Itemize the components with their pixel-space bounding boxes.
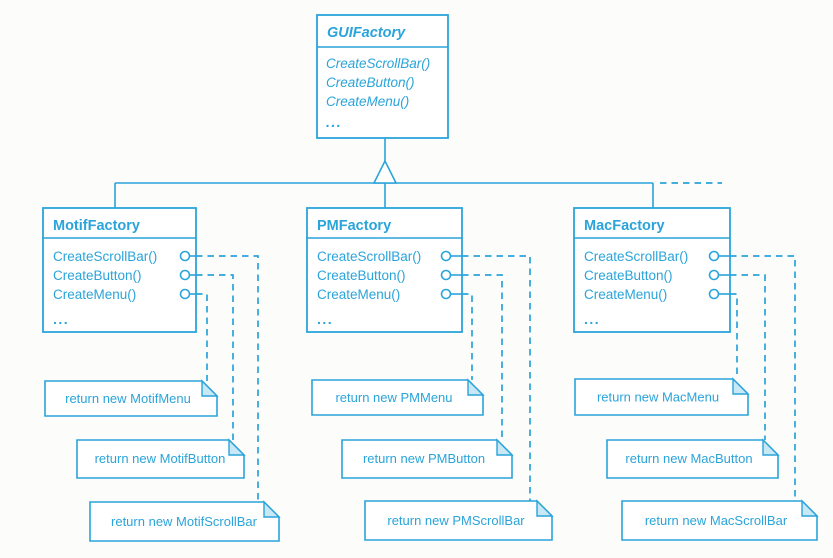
class-guifactory: GUIFactory CreateScrollBar() CreateButto…	[316, 14, 449, 139]
motiffactory-ellipsis: ...	[53, 311, 69, 327]
guifactory-class-box	[316, 14, 449, 139]
note-motifbutton-fold-icon	[228, 438, 246, 456]
motiffactory-class-box	[42, 207, 197, 333]
inheritance-triangle-icon	[372, 159, 398, 184]
guifactory-method-createscrollbar: CreateScrollBar()	[326, 56, 430, 71]
note-pmbutton: return new PMButton	[341, 438, 514, 479]
pm-scrollbar-lollipop-icon	[440, 250, 452, 262]
note-motifscrollbar-text: return new MotifScrollBar	[111, 514, 258, 529]
note-macbutton: return new MacButton	[606, 438, 780, 479]
inheritance-connector	[114, 138, 722, 209]
motif-button-lollipop-icon	[179, 269, 191, 281]
note-motifmenu-fold-icon	[201, 379, 219, 397]
note-macbutton-text: return new MacButton	[625, 451, 752, 466]
macfactory-class-box	[573, 207, 731, 333]
macfactory-method-createmenu: CreateMenu()	[584, 287, 667, 302]
mac-menu-lollipop-icon	[708, 288, 720, 300]
motif-menu-lollipop-icon	[179, 288, 191, 300]
note-macbutton-shape	[606, 439, 779, 479]
note-pmmenu-text: return new PMMenu	[335, 390, 452, 405]
pmfactory-ellipsis: ...	[317, 311, 333, 327]
pm-createmenu-note-link	[462, 293, 473, 380]
guifactory-ellipsis: ...	[326, 114, 342, 130]
note-pmbutton-text: return new PMButton	[363, 451, 485, 466]
note-macmenu-fold-icon	[732, 377, 750, 395]
motiffactory-class-title: MotifFactory	[53, 218, 140, 234]
note-pmmenu: return new PMMenu	[311, 378, 485, 416]
note-motifmenu-shape	[44, 380, 218, 417]
pm-createbutton-note-link	[462, 274, 503, 440]
mac-button-lollipop-icon	[708, 269, 720, 281]
note-pmscrollbar-fold-icon	[536, 499, 554, 517]
note-macbutton-fold-icon	[762, 438, 780, 456]
note-motifscrollbar-shape	[89, 501, 280, 542]
note-pmmenu-fold-icon	[467, 378, 485, 396]
note-motifscrollbar-fold-icon	[263, 500, 281, 518]
note-pmscrollbar-shape	[364, 500, 553, 541]
note-pmscrollbar: return new PMScrollBar	[364, 499, 554, 541]
mac-createbutton-note-link	[730, 274, 766, 440]
note-macmenu: return new MacMenu	[574, 377, 750, 416]
note-pmbutton-fold-icon	[496, 438, 514, 456]
motif-scrollbar-lollipop-icon	[179, 250, 191, 262]
note-macmenu-text: return new MacMenu	[597, 390, 719, 405]
pmfactory-method-createscrollbar: CreateScrollBar()	[317, 249, 421, 264]
pmfactory-class-box	[306, 207, 463, 333]
mac-scrollbar-lollipop-icon	[708, 250, 720, 262]
class-macfactory: MacFactory CreateScrollBar() CreateButto…	[573, 207, 819, 541]
guifactory-class-title: GUIFactory	[327, 25, 406, 41]
class-pmfactory: PMFactory CreateScrollBar() CreateButton…	[306, 207, 554, 541]
pmfactory-method-createmenu: CreateMenu()	[317, 287, 400, 302]
motiffactory-method-createbutton: CreateButton()	[53, 268, 142, 283]
motif-createmenu-note-link	[196, 293, 208, 381]
pm-menu-lollipop-icon	[440, 288, 452, 300]
mac-createmenu-note-link	[730, 293, 738, 379]
guifactory-method-createbutton: CreateButton()	[326, 75, 415, 90]
note-motifbutton-shape	[76, 439, 245, 479]
note-motifmenu: return new MotifMenu	[44, 379, 219, 417]
motif-createbutton-note-link	[196, 274, 234, 440]
pmfactory-method-createbutton: CreateButton()	[317, 268, 406, 283]
pm-button-lollipop-icon	[440, 269, 452, 281]
pm-createscrollbar-note-link	[462, 255, 531, 501]
motiffactory-method-createscrollbar: CreateScrollBar()	[53, 249, 157, 264]
macfactory-class-title: MacFactory	[584, 218, 665, 234]
motiffactory-method-createmenu: CreateMenu()	[53, 287, 136, 302]
macfactory-ellipsis: ...	[584, 311, 600, 327]
macfactory-method-createbutton: CreateButton()	[584, 268, 673, 283]
pmfactory-class-title: PMFactory	[317, 218, 391, 234]
motif-createscrollbar-note-link	[196, 255, 259, 502]
note-macscrollbar-shape	[621, 500, 818, 541]
note-macmenu-shape	[574, 378, 749, 416]
note-motifmenu-text: return new MotifMenu	[65, 391, 191, 406]
macfactory-method-createscrollbar: CreateScrollBar()	[584, 249, 688, 264]
note-pmbutton-shape	[341, 439, 513, 479]
note-pmmenu-shape	[311, 379, 484, 416]
guifactory-method-createmenu: CreateMenu()	[326, 94, 409, 109]
note-motifbutton: return new MotifButton	[76, 438, 246, 479]
note-macscrollbar-fold-icon	[801, 499, 819, 517]
note-pmscrollbar-text: return new PMScrollBar	[387, 513, 525, 528]
class-motiffactory: MotifFactory CreateScrollBar() CreateBut…	[42, 207, 281, 542]
note-motifbutton-text: return new MotifButton	[95, 451, 226, 466]
note-motifscrollbar: return new MotifScrollBar	[89, 500, 281, 542]
note-macscrollbar-text: return new MacScrollBar	[645, 513, 788, 528]
note-macscrollbar: return new MacScrollBar	[621, 499, 819, 541]
